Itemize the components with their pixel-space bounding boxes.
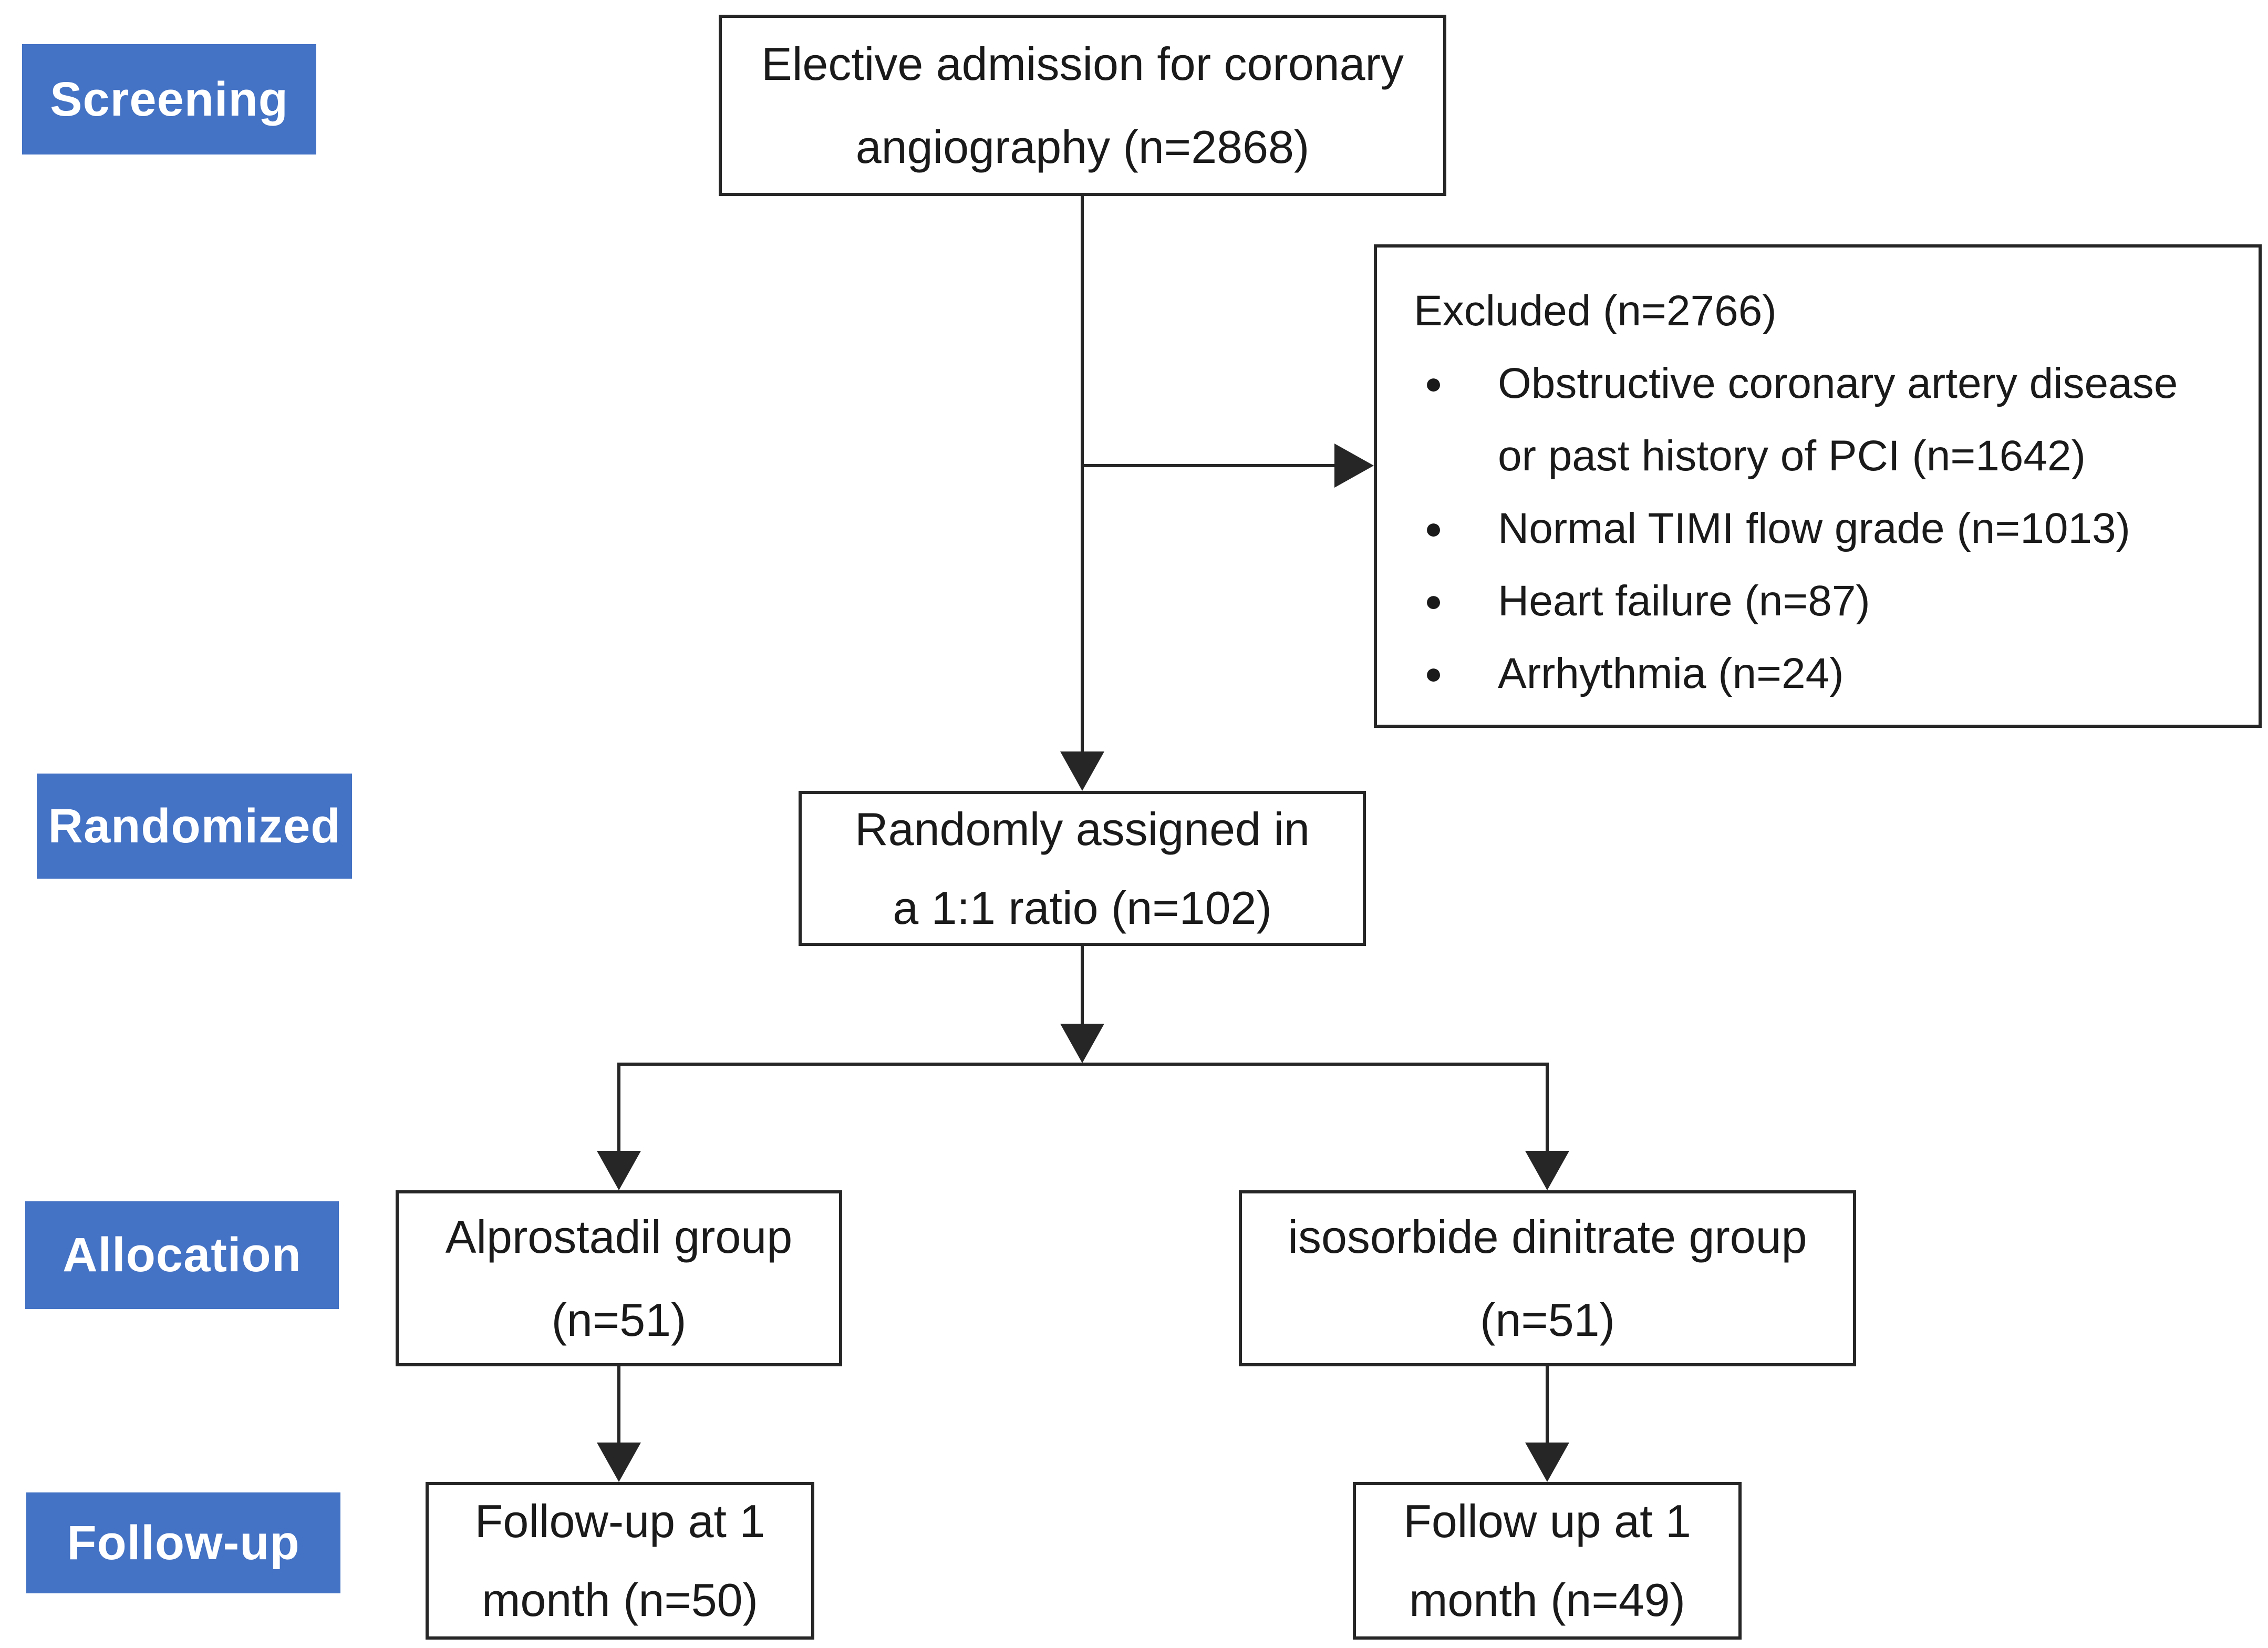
connector-split-to-alloc-right (1546, 1065, 1549, 1151)
randomized-box: Randomly assigned in a 1:1 ratio (n=102) (799, 791, 1366, 946)
admission-box-line2: angiography (n=2868) (855, 120, 1310, 173)
excluded-item-text: or past history of PCI (n=1642) (1498, 432, 2086, 480)
connector-alloc-to-follow-right (1546, 1365, 1549, 1443)
excluded-item: ● Obstructive coronary artery disease (1409, 347, 2248, 420)
connector-split-to-alloc-left (617, 1065, 620, 1151)
isosorbide-group-line1: isosorbide dinitrate group (1288, 1210, 1807, 1263)
connector-split-line (617, 1063, 1549, 1066)
arrowhead-down-into-randomized (1060, 751, 1104, 791)
alprostadil-group-line2: (n=51) (551, 1293, 687, 1346)
bullet-icon: ● (1424, 656, 1443, 691)
randomized-box-line2: a 1:1 ratio (n=102) (893, 881, 1272, 934)
alprostadil-group-box: Alprostadil group (n=51) (396, 1190, 842, 1366)
admission-box-line1: Elective admission for coronary (761, 37, 1404, 90)
isosorbide-group-line2: (n=51) (1480, 1293, 1615, 1346)
arrowhead-down-into-alloc-left (597, 1151, 641, 1190)
stage-label-randomized: Randomized (37, 774, 352, 879)
excluded-item-text: Heart failure (n=87) (1498, 577, 1870, 625)
isosorbide-dinitrate-group-box: isosorbide dinitrate group (n=51) (1239, 1190, 1856, 1366)
bullet-spacer (1409, 420, 1498, 492)
alprostadil-group-line1: Alprostadil group (445, 1210, 793, 1263)
excluded-box: Excluded (n=2766) ● Obstructive coronary… (1374, 244, 2262, 728)
followup-right-line2: month (n=49) (1409, 1574, 1685, 1626)
bullet-icon: ● (1424, 511, 1443, 545)
stage-label-screening: Screening (22, 44, 316, 154)
excluded-item-text: Normal TIMI flow grade (n=1013) (1498, 504, 2130, 552)
stage-label-allocation: Allocation (25, 1201, 339, 1309)
excluded-item: ● Normal TIMI flow grade (n=1013) (1409, 492, 2248, 565)
arrowhead-down-into-split (1060, 1024, 1104, 1063)
bullet-icon: ● (1424, 584, 1443, 618)
bullet-icon: ● (1424, 366, 1443, 400)
connector-alloc-to-follow-left (617, 1365, 620, 1443)
excluded-item: ● Arrhythmia (n=24) (1409, 637, 2248, 710)
excluded-item-continuation: or past history of PCI (n=1642) (1409, 420, 2248, 492)
excluded-item-text: Arrhythmia (n=24) (1498, 650, 1844, 697)
connector-randomized-to-split (1081, 945, 1084, 1024)
followup-right-box: Follow up at 1 month (n=49) (1353, 1482, 1742, 1640)
admission-box: Elective admission for coronary angiogra… (719, 15, 1446, 196)
followup-right-line1: Follow up at 1 (1403, 1495, 1691, 1547)
arrowhead-down-into-follow-left (597, 1443, 641, 1482)
stage-label-followup: Follow-up (26, 1492, 340, 1593)
arrowhead-right-into-excluded (1334, 444, 1374, 488)
arrowhead-down-into-follow-right (1525, 1443, 1569, 1482)
followup-left-line1: Follow-up at 1 (474, 1495, 765, 1547)
randomized-box-line1: Randomly assigned in (855, 802, 1310, 855)
connector-to-excluded (1081, 464, 1335, 467)
excluded-item: ● Heart failure (n=87) (1409, 565, 2248, 637)
excluded-title: Excluded (n=2766) (1414, 287, 1777, 335)
arrowhead-down-into-alloc-right (1525, 1151, 1569, 1190)
followup-left-line2: month (n=50) (482, 1574, 758, 1626)
followup-left-box: Follow-up at 1 month (n=50) (426, 1482, 814, 1640)
connector-admission-to-randomized (1081, 194, 1084, 751)
excluded-item-text: Obstructive coronary artery disease (1498, 359, 2178, 407)
